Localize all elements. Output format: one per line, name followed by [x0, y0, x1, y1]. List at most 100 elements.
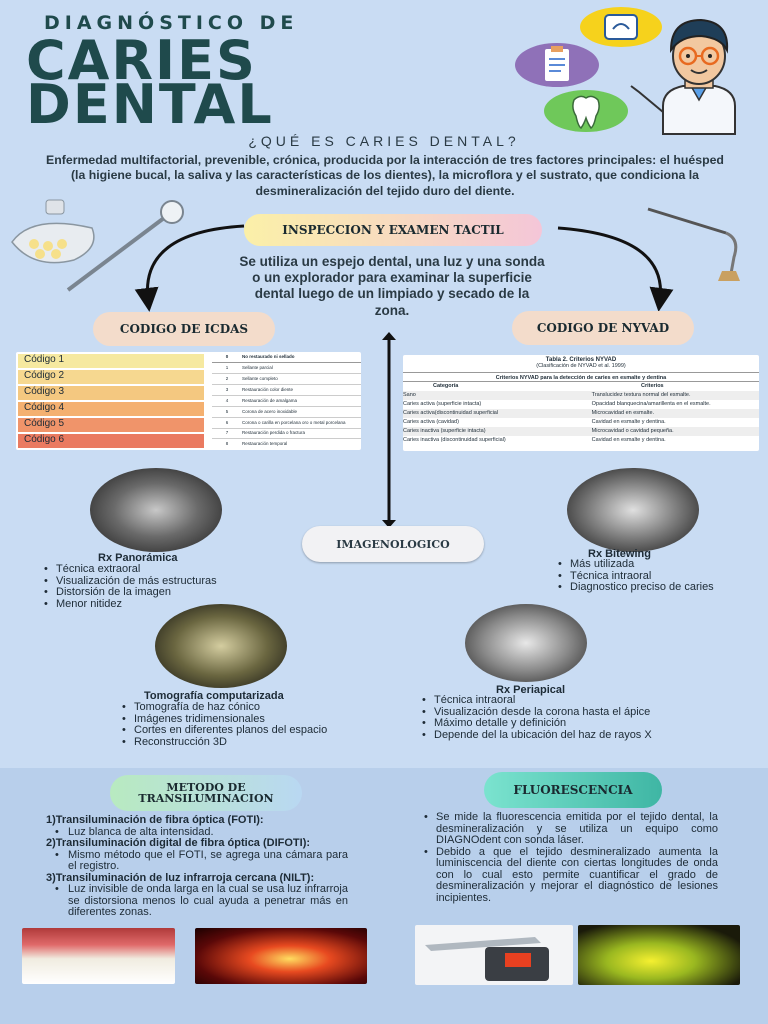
nyvad-table-subtitle: (Clasificación de NYVAD et al. 1999) — [536, 363, 626, 369]
nyvad-row-category: Caries activa (cavidad) — [403, 419, 459, 425]
dental-probe-illustration — [646, 205, 746, 285]
tomografia-list: Tomografía de haz cónico Imágenes tridim… — [120, 701, 342, 749]
nyvad-row-category: Caries activa(discontinuidad superficial — [403, 410, 499, 416]
icdas-row-code: 2 — [225, 375, 229, 381]
panoramic-xray-image — [90, 468, 222, 552]
icdas-row-code: 4 — [225, 397, 229, 403]
nyvad-table-heading: Criterios NYVAD para la detección de car… — [403, 372, 759, 382]
list-item: Técnica extraoral — [42, 563, 282, 576]
difoti-photo — [195, 928, 367, 984]
nyvad-table-image: Tabla 2. Criterios NYVAD (Clasificación … — [403, 355, 759, 451]
list-item: Imágenes tridimensionales — [120, 713, 342, 726]
pill-imagenologico: IMAGENOLOGICO — [302, 526, 484, 562]
title-line-2: DENTAL — [26, 73, 274, 136]
icdas-row-code: 3 — [225, 386, 229, 392]
icdas-header-code: 0 — [225, 353, 229, 359]
clipboard-icon — [515, 43, 599, 87]
list-item: Menor nitidez — [42, 598, 282, 611]
tomography-image — [155, 604, 287, 688]
pill-inspeccion: INSPECCION Y EXAMEN TACTIL — [244, 214, 542, 246]
nyvad-col-criterios: Criterios — [641, 383, 664, 389]
icdas-row-desc: Sellante completo — [242, 375, 278, 381]
foti-heading: 1)Transiluminación de fibra óptica (FOTI… — [46, 814, 264, 826]
title-line-1: CARIES — [26, 29, 257, 92]
list-item: Debido a que el tejido desmineralizado a… — [422, 846, 718, 905]
nyvad-row-criterion: Opacidad blanquecina/amarillenta en el e… — [591, 401, 711, 407]
tooth-icon — [544, 90, 628, 132]
nyvad-row-category: Caries inactiva (superficie intacta) — [403, 428, 486, 434]
list-item: Más utilizada — [556, 558, 736, 571]
nyvad-row-criterion: Microcavidad en esmalte. — [591, 410, 655, 416]
list-item: Cortes en diferentes planos del espacio — [120, 725, 342, 737]
foti-photo — [22, 928, 175, 984]
icdas-codes-panel: Código 1 Código 2 Código 3 Código 4 Códi… — [16, 352, 206, 450]
tomografia-title: Tomografía computarizada — [144, 690, 284, 702]
nyvad-row-criterion: Cavidad en esmalte y dentina. — [591, 437, 666, 443]
transiluminacion-text: 1)Transiluminación de fibra óptica (FOTI… — [46, 814, 348, 919]
pill-nyvad: CODIGO DE NYVAD — [512, 311, 694, 345]
dental-chair-icon — [580, 7, 662, 47]
nyvad-row-criterion: Cavidad en esmalte y dentina. — [591, 419, 666, 425]
nyvad-row-category: Caries activa (superficie intacta) — [403, 401, 482, 407]
periapical-xray-image — [465, 604, 587, 682]
icdas-row-code: 6 — [225, 419, 229, 425]
pill-icdas: CODIGO DE ICDAS — [93, 312, 275, 346]
nyvad-row-criterion: Microcavidad o cavidad pequeña. — [591, 428, 674, 434]
foti-detail: Luz blanca de alta intensidad. — [46, 826, 348, 839]
list-item: Visualización desde la corona hasta el á… — [420, 706, 702, 719]
icdas-row-code: 1 — [225, 364, 229, 370]
nyvad-row-category: Sano — [403, 392, 416, 398]
list-item: Técnica intraoral — [556, 570, 736, 583]
list-item: Depende del la ubicación del haz de rayo… — [420, 729, 702, 742]
icdas-row-code: 7 — [225, 430, 229, 436]
nyvad-row-criterion: Translucidez textura normal del esmalte. — [591, 392, 691, 398]
list-item: Diagnostico preciso de caries — [556, 582, 736, 594]
periapical-title: Rx Periapical — [496, 684, 566, 696]
nyvad-table-title: Tabla 2. Criterios NYVAD — [545, 357, 617, 363]
icdas-code-5: Código 5 — [18, 418, 204, 432]
bitewing-title: Rx Bitewing — [588, 548, 651, 560]
pill-transiluminacion: METODO DE TRANSILUMINACION — [110, 775, 302, 811]
difoti-detail: Mismo método que el FOTI, se agrega una … — [46, 849, 348, 873]
icdas-row-desc: Restauración temporal — [242, 440, 288, 446]
dentist-illustration — [625, 14, 765, 140]
periapical-list: Técnica intraoral Visualización desde la… — [420, 694, 702, 742]
diagnodent-device-photo — [415, 925, 573, 985]
list-item: Distorsión de la imagen — [42, 587, 282, 599]
list-item: Máximo detalle y definición — [420, 718, 702, 730]
bitewing-list: Más utilizada Técnica intraoral Diagnost… — [556, 558, 736, 594]
panoramica-title: Rx Panorámica — [98, 552, 178, 564]
icdas-code-2: Código 2 — [18, 370, 204, 384]
list-item: Reconstrucción 3D — [120, 736, 342, 749]
icdas-code-4: Código 4 — [18, 402, 204, 416]
list-item: Visualización de más estructuras — [42, 575, 282, 588]
difoti-heading: 2)Transiluminación digital de fibra ópti… — [46, 837, 311, 850]
icdas-code-1: Código 1 — [18, 354, 204, 368]
icdas-row-desc: Corona o carilla en porcelana oro o meta… — [242, 419, 346, 425]
icdas-row-desc: Sellante parcial — [242, 364, 273, 370]
panoramica-list: Técnica extraoral Visualización de más e… — [42, 563, 282, 611]
header-kicker: DIAGNÓSTICO DE — [44, 12, 299, 34]
icdas-row-desc: Restauración color diente — [242, 386, 294, 392]
icdas-row-code: 8 — [225, 440, 229, 446]
list-item: Tomografía de haz cónico — [120, 701, 342, 714]
dental-tools-illustration — [4, 196, 194, 296]
nyvad-col-categoria: Categoría — [433, 383, 459, 389]
list-item: Técnica intraoral — [420, 694, 702, 707]
icdas-code-3: Código 3 — [18, 386, 204, 400]
fluorescencia-list: Se mide la fluorescencia emitida por el … — [422, 811, 718, 905]
nilt-heading: 3)Transiluminación de luz infrarroja cer… — [46, 871, 315, 884]
bitewing-xray-image — [567, 468, 699, 552]
intro-paragraph: Enfermedad multifactorial, prevenible, c… — [46, 153, 724, 198]
fluorescence-photo — [578, 925, 740, 985]
icdas-row-desc: Restauración perdida o fractura — [242, 430, 306, 436]
nyvad-row-category: Caries inactiva (discontinuidad superfic… — [403, 437, 506, 443]
pill-fluorescencia: FLUORESCENCIA — [484, 772, 662, 808]
nilt-detail: Luz invisible de onda larga en la cual s… — [46, 884, 348, 919]
icdas-row-desc: Restauración de amalgama — [242, 397, 298, 403]
list-item: Se mide la fluorescencia emitida por el … — [422, 811, 718, 847]
icdas-code-6: Código 6 — [18, 434, 204, 448]
section-question: ¿QUÉ ES CARIES DENTAL? — [248, 133, 520, 149]
